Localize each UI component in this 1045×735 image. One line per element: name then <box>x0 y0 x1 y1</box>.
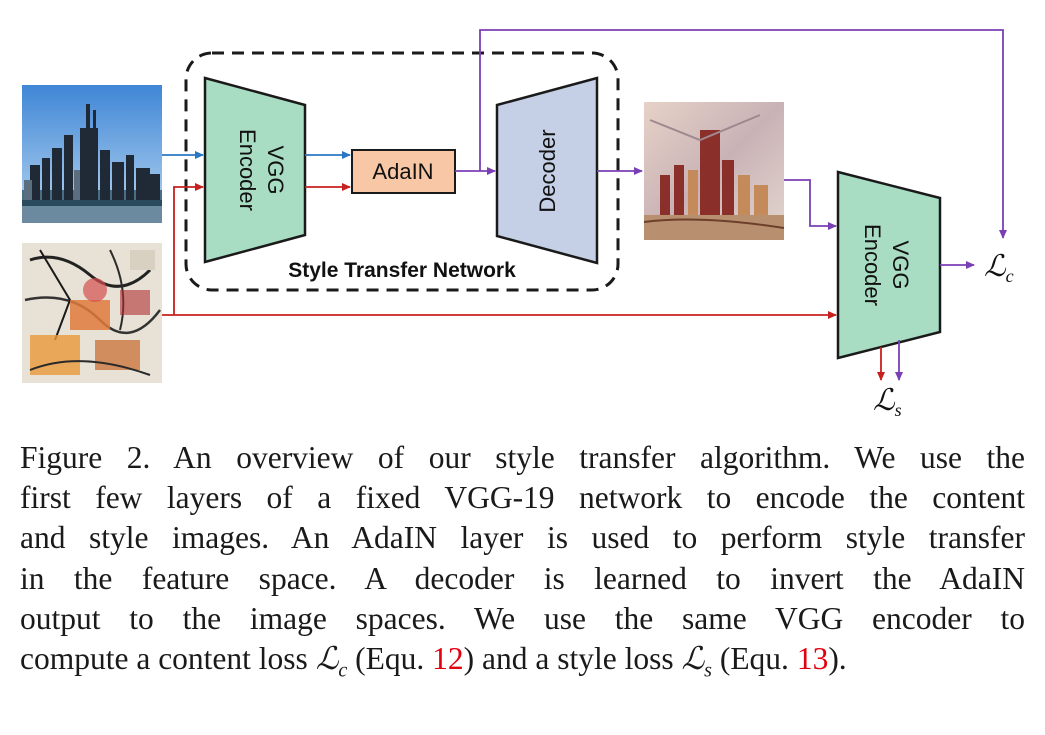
output-arrows <box>455 29 1007 381</box>
encoder-right-label-2: Encoder <box>860 224 885 306</box>
encoder-right-label-1: VGG <box>888 241 913 290</box>
style-transfer-network-box <box>184 51 620 292</box>
style-arrows <box>162 183 885 381</box>
caption-line-1: Figure 2. An overview of our style trans… <box>20 440 1025 475</box>
adain-label: AdaIN <box>372 159 433 184</box>
style-loss-label: ℒs <box>873 384 902 420</box>
equation-13-link[interactable]: 13 <box>796 641 829 677</box>
caption-line-2: first few layers of a fixed VGG-19 netwo… <box>20 480 1025 516</box>
decoder: Decoder <box>495 76 599 265</box>
decoder-label: Decoder <box>535 129 560 212</box>
caption-line-4: in the feature space. A decoder is learn… <box>20 560 1025 596</box>
content-loss-symbol: ℒc <box>315 641 348 682</box>
style-loss-symbol: ℒs <box>681 641 712 682</box>
content-loss-label: ℒc <box>984 250 1014 286</box>
adain-box: AdaIN <box>351 149 456 194</box>
vgg-encoder-left: VGG Encoder <box>203 76 307 264</box>
equation-12-link[interactable]: 12 <box>432 641 464 677</box>
architecture-diagram: VGG Encoder AdaIN Decoder Style Transfer… <box>22 29 1014 420</box>
caption-line-3: and style images. An AdaIN layer is used… <box>20 520 1025 556</box>
caption-line-5: output to the image spaces. We use the s… <box>20 600 1025 636</box>
vgg-encoder-right: VGG Encoder <box>836 170 942 360</box>
encoder-left-label-2: Encoder <box>235 129 260 211</box>
figure-caption: Figure 2. An overview of our style trans… <box>20 438 1025 691</box>
caption-line-6: compute a content loss ℒc (Equ. 12) and … <box>20 641 847 682</box>
style-image <box>22 243 162 383</box>
output-image <box>643 102 785 240</box>
content-image <box>22 85 162 223</box>
network-label: Style Transfer Network <box>288 259 516 282</box>
encoder-left-label-1: VGG <box>263 146 288 195</box>
